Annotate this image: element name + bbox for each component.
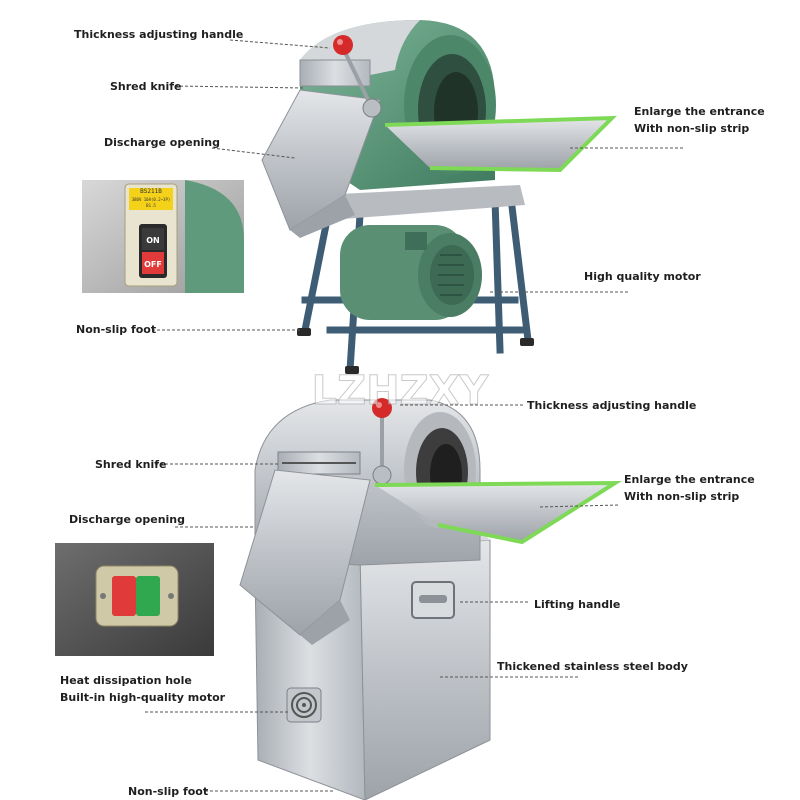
switch-on-label: ON: [146, 236, 160, 245]
top-entrance-label: Enlarge the entrance With non-slip strip: [634, 103, 765, 137]
bottom-entrance-label-line2: With non-slip strip: [624, 490, 740, 503]
top-nonslip-strip: [384, 115, 617, 173]
top-entrance-label-line1: Enlarge the entrance: [634, 105, 765, 118]
top-handle-knob: [333, 35, 353, 55]
top-shred-knife-label: Shred knife: [110, 80, 182, 93]
bottom-shred-knife-label: Shred knife: [95, 458, 167, 471]
heat-dissipation-label-line1: Heat dissipation hole: [60, 674, 192, 687]
bottom-entrance-label: Enlarge the entrance With non-slip strip: [624, 471, 755, 505]
bottom-machine: [55, 398, 622, 800]
top-entrance-label-line2: With non-slip strip: [634, 122, 750, 135]
heat-vent: [286, 687, 322, 723]
bottom-discharge-opening-label: Discharge opening: [69, 513, 186, 526]
top-foot-label: Non-slip foot: [76, 323, 157, 336]
bottom-switch-photo: [55, 543, 214, 656]
switch-model-text: BS211B: [140, 188, 162, 195]
body-label: Thickened stainless steel body: [497, 660, 688, 673]
leader-lines: [145, 39, 685, 792]
top-table: [318, 185, 525, 220]
switch-code-text: B1.5: [146, 203, 156, 208]
top-motor: [340, 225, 482, 320]
heat-dissipation-label-line2: Built-in high-quality motor: [60, 691, 226, 704]
heat-dissipation-label: Heat dissipation hole Built-in high-qual…: [60, 672, 225, 706]
top-foot-right: [520, 338, 534, 346]
bottom-thickness-handle-label: Thickness adjusting handle: [527, 399, 697, 412]
top-foot-left: [297, 328, 311, 336]
top-switch-photo: [82, 180, 244, 293]
lifting-handle-label: Lifting handle: [534, 598, 621, 611]
switch-off-label: OFF: [144, 260, 162, 269]
top-discharge-opening-label: Discharge opening: [104, 136, 221, 149]
top-thickness-handle-label: Thickness adjusting handle: [74, 28, 244, 41]
top-foot-front: [345, 366, 359, 374]
watermark: LZHZXY: [312, 368, 490, 414]
bottom-feed-tray: [375, 483, 615, 542]
bottom-foot-label: Non-slip foot: [128, 785, 209, 798]
bottom-entrance-label-line1: Enlarge the entrance: [624, 473, 755, 486]
bottom-discharge-chute: [239, 469, 371, 636]
switch-rating-text: 380V 10A(0.2~3P): [132, 197, 171, 202]
top-discharge-chute: [261, 89, 381, 231]
top-feed-tray: [385, 118, 612, 170]
bottom-nonslip-strip: [374, 480, 622, 545]
lifting-handle: [411, 581, 455, 619]
top-handle-rod: [341, 47, 374, 109]
top-motor-label: High quality motor: [584, 270, 701, 283]
top-machine: BS211B 380V 10A(0.2~3P) B1.5 ON OFF: [82, 20, 617, 374]
